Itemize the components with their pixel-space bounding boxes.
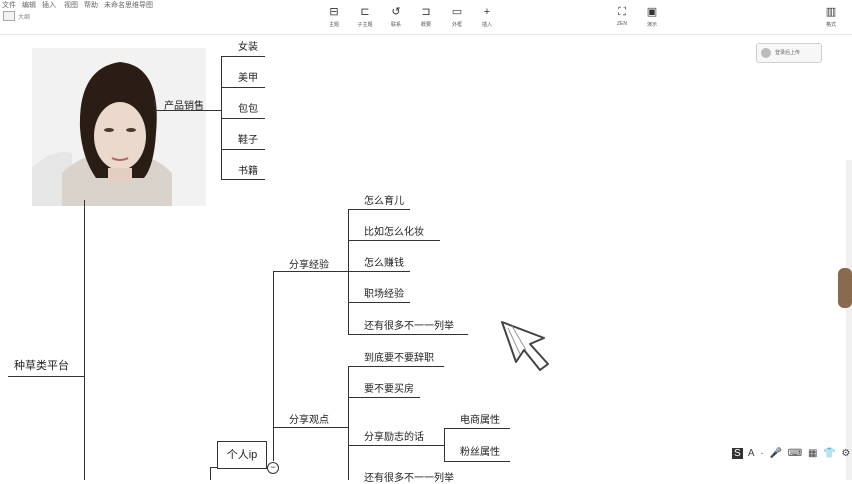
boundary-icon: ▭ [451,6,463,18]
ip-stem-h [210,467,218,468]
node-product-item[interactable]: 美甲 [238,73,258,84]
product-bracket [221,56,222,179]
login-upload-button[interactable]: 登录后上传 [756,43,822,63]
node-product-sales[interactable]: 产品销售 [164,101,204,112]
node-motivation-child[interactable]: 电商属性 [460,415,500,426]
mouse-pointer-icon [501,321,549,371]
node-view-item[interactable]: 要不要买房 [364,384,414,395]
ime-punct-icon[interactable]: · [760,448,764,459]
subtopic-icon: ⊏ [360,6,370,18]
ip-branch-line [273,271,274,461]
menu-insert[interactable]: 插入 [42,2,56,9]
ime-settings-icon[interactable]: ⚙ [841,448,851,459]
item-underline [221,56,265,57]
summary-button[interactable]: ⊐ 概要 [412,6,440,28]
share-view-bracket [348,366,349,480]
topic-icon: ⊟ [329,6,339,18]
ime-grid-icon[interactable]: ▦ [807,448,818,459]
insert-button[interactable]: + 插入 [473,6,501,28]
present-icon: ▣ [646,6,658,18]
item-underline [348,366,444,367]
node-view-item[interactable]: 分享励志的话 [364,432,424,443]
fullscreen-icon: ⛶ [618,6,626,18]
collapse-toggle-icon[interactable]: − [267,462,279,474]
item-underline [221,118,265,119]
node-exp-item[interactable]: 比如怎么化妆 [364,227,424,238]
insert-icon: + [483,6,491,18]
zen-mode-button[interactable]: ⛶ ZEN [608,6,636,27]
ime-keyboard-icon[interactable]: ⌨ [787,448,803,459]
ime-skin-icon[interactable]: 👕 [823,448,836,459]
presenter-video-icon [32,48,206,206]
node-view-item[interactable]: 还有很多不一一列举 [364,473,454,484]
item-underline [348,397,420,398]
vertical-scrollbar[interactable] [846,160,852,480]
present-button[interactable]: ▣ 演示 [638,6,666,28]
ime-voice-icon[interactable]: 🎤 [769,448,782,459]
node-share-experience[interactable]: 分享经验 [289,260,329,271]
node-exp-item[interactable]: 怎么育儿 [364,196,404,207]
toolbar: 文件 编辑 插入 视图 帮助 未命名思维导图 大纲 ⊟ 主题 ⊏ 子主题 ↺ 联… [0,0,852,35]
format-panel-icon: ▥ [825,6,837,18]
motivation-bracket [444,428,445,461]
node-product-item[interactable]: 书籍 [238,166,258,177]
topic-button[interactable]: ⊟ 主题 [320,6,348,28]
item-underline [444,461,510,462]
item-underline [348,302,410,303]
node-seeding-platform[interactable]: 种草类平台 [14,360,69,372]
scroll-handle[interactable] [838,268,852,308]
summary-icon: ⊐ [421,6,431,18]
menu-edit[interactable]: 编辑 [22,2,36,9]
node-view-item[interactable]: 到底要不要辞职 [364,353,434,364]
menu-file[interactable]: 文件 [2,2,16,9]
product-connector [154,100,155,106]
ime-toolbar[interactable]: S A · 🎤 ⌨ ▦ 👕 ⚙ ▦ [732,448,852,464]
share-exp-underline [273,271,349,272]
node-exp-item[interactable]: 还有很多不一一列举 [364,321,454,332]
item-underline [348,334,468,335]
item-underline [221,149,265,150]
node-product-item[interactable]: 女装 [238,42,258,53]
item-underline [348,445,444,446]
ime-lang-icon[interactable]: A [747,448,755,459]
format-panel-button[interactable]: ▥ 格式 [817,6,845,28]
node-product-item[interactable]: 鞋子 [238,135,258,146]
item-underline [444,428,510,429]
outline-toggle-icon[interactable] [3,11,15,21]
menu-view[interactable]: 视图 [64,2,78,9]
main-spine [84,200,85,480]
boundary-button[interactable]: ▭ 外框 [443,6,471,28]
node-motivation-child[interactable]: 粉丝属性 [460,447,500,458]
item-underline [348,209,410,210]
share-view-underline [273,427,349,428]
relation-button[interactable]: ↺ 联系 [382,6,410,28]
item-underline [348,240,440,241]
node-product-item[interactable]: 包包 [238,104,258,115]
webcam-overlay [32,48,206,206]
relation-icon: ↺ [391,6,401,18]
platform-underline [8,376,84,377]
product-underline [154,110,221,111]
outline-label: 大纲 [18,15,31,21]
menu-help[interactable]: 帮助 [84,2,98,9]
ime-logo-icon[interactable]: S [732,448,743,459]
subtopic-button[interactable]: ⊏ 子主题 [351,6,379,28]
item-underline [348,271,410,272]
node-personal-ip[interactable]: 个人ip [217,441,267,469]
item-underline [221,179,265,180]
node-share-viewpoint[interactable]: 分享观点 [289,415,329,426]
avatar-icon [761,48,771,58]
document-title[interactable]: 未命名思维导图 [104,2,153,9]
ip-stem [210,467,211,480]
node-exp-item[interactable]: 怎么赚钱 [364,258,404,269]
node-exp-item[interactable]: 职场经验 [364,289,404,300]
item-underline [221,87,265,88]
